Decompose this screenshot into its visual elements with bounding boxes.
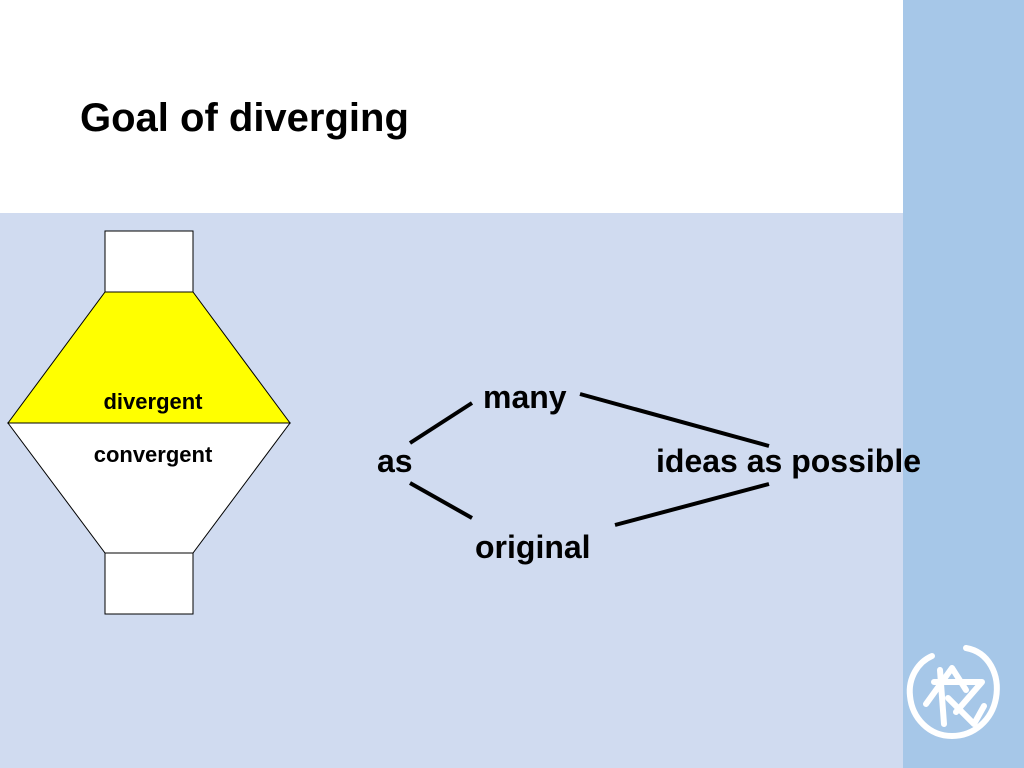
connector-as-many [408,401,474,445]
funnel-bottom-box [104,552,194,615]
side-band [903,0,1024,768]
word-ideas-as-possible: ideas as possible [656,443,921,479]
funnel-top-box [104,230,194,293]
word-as: as [377,443,413,479]
connector-many-ideas [579,392,770,448]
funnel-diagram: divergent convergent [7,230,291,615]
word-diagram: many as ideas as possible original [377,379,921,565]
connector-original-ideas [614,482,770,527]
slide-header [0,0,903,213]
connector-as-original [409,481,473,520]
convergent-label: convergent [94,442,213,467]
slide-title: Goal of diverging [80,96,409,140]
logo-graphic [906,645,1000,739]
university-logo-icon [904,640,1004,744]
word-original: original [475,529,591,565]
word-many: many [483,379,567,415]
divergent-label: divergent [103,389,203,414]
